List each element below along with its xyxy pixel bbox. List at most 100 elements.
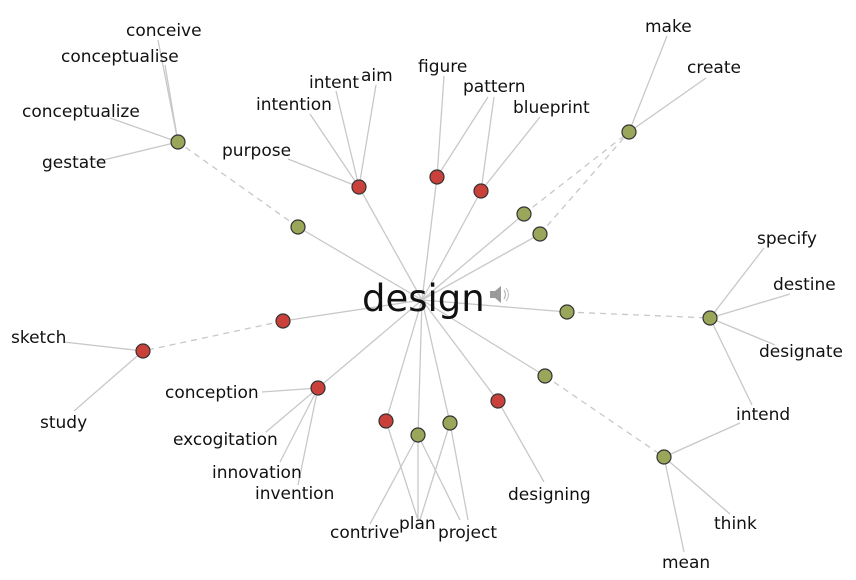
sense-node-verb-2[interactable] — [532, 226, 548, 242]
edge — [421, 299, 546, 377]
word-intention[interactable]: intention — [256, 95, 332, 115]
edge — [709, 293, 791, 319]
word-purpose[interactable]: purpose — [222, 141, 291, 161]
sense-node-contrive[interactable] — [378, 413, 394, 429]
edge — [421, 233, 541, 301]
edge-dashed — [523, 131, 630, 215]
word-designing[interactable]: designing — [508, 485, 591, 505]
edge-dashed — [544, 375, 665, 458]
word-think[interactable]: think — [714, 514, 757, 534]
edge — [297, 226, 423, 301]
edge — [282, 299, 423, 322]
center-word[interactable]: design — [362, 277, 485, 320]
edge — [436, 75, 445, 178]
edge — [419, 422, 451, 521]
edge — [385, 299, 423, 422]
edge — [265, 387, 319, 433]
edge — [63, 341, 144, 352]
word-conception[interactable]: conception — [165, 383, 259, 403]
word-invention[interactable]: invention — [255, 484, 334, 504]
edge — [317, 299, 423, 389]
edge — [421, 299, 499, 402]
word-conceive[interactable]: conceive — [126, 21, 202, 41]
edge — [421, 299, 451, 424]
edge — [421, 213, 525, 301]
sense-node-pattern[interactable] — [473, 183, 489, 199]
edge — [358, 84, 377, 188]
word-conceptualize[interactable]: conceptualize — [22, 102, 140, 122]
edge — [449, 422, 469, 521]
word-project[interactable]: project — [438, 523, 497, 543]
sense-node-conception[interactable] — [310, 380, 326, 396]
sense-node-project[interactable] — [442, 415, 458, 431]
word-excogitation[interactable]: excogitation — [173, 430, 278, 450]
sense-node-plan[interactable] — [410, 427, 426, 443]
word-blueprint[interactable]: blueprint — [513, 98, 590, 118]
sense-node-specify-link[interactable] — [559, 304, 575, 320]
sense-node-designing[interactable] — [490, 393, 506, 409]
word-intent[interactable]: intent — [309, 73, 359, 93]
sense-node-create[interactable] — [621, 124, 637, 140]
edge — [335, 90, 360, 188]
sense-node-mean[interactable] — [656, 449, 672, 465]
word-plan[interactable]: plan — [399, 514, 436, 534]
sense-node-conceive-link[interactable] — [290, 219, 306, 235]
sense-node-conceive[interactable] — [170, 134, 186, 150]
edge — [628, 35, 668, 133]
edge — [385, 420, 419, 521]
sense-node-sketch-link[interactable] — [275, 313, 291, 329]
edge — [480, 116, 541, 192]
edge — [309, 113, 360, 188]
edge — [421, 176, 438, 301]
sense-node-sketch[interactable] — [135, 343, 151, 359]
word-make[interactable]: make — [645, 17, 692, 37]
sense-node-intention[interactable] — [351, 179, 367, 195]
edge — [663, 456, 685, 553]
edge — [480, 96, 495, 192]
edge-dashed — [142, 320, 284, 352]
word-contrive[interactable]: contrive — [330, 523, 399, 543]
edge — [73, 350, 144, 412]
word-innovation[interactable]: innovation — [212, 463, 302, 483]
edge — [369, 434, 419, 525]
speaker-icon[interactable] — [490, 286, 510, 303]
edge — [417, 434, 461, 521]
word-pattern[interactable]: pattern — [463, 77, 525, 97]
edge — [709, 247, 765, 319]
word-conceptualise[interactable]: conceptualise — [61, 47, 179, 67]
edge-dashed — [177, 141, 299, 228]
word-mean[interactable]: mean — [662, 553, 710, 573]
edge — [164, 64, 179, 143]
edge — [421, 299, 568, 313]
word-destine[interactable]: destine — [773, 275, 836, 295]
word-specify[interactable]: specify — [757, 229, 817, 249]
word-sketch[interactable]: sketch — [11, 328, 66, 348]
edge — [628, 77, 707, 133]
edge — [497, 400, 545, 483]
nodes — [135, 124, 718, 465]
word-gestate[interactable]: gestate — [42, 153, 106, 173]
word-study[interactable]: study — [40, 413, 87, 433]
sense-node-verb-1[interactable] — [516, 206, 532, 222]
edges — [63, 35, 791, 553]
word-designate[interactable]: designate — [759, 342, 843, 362]
edge — [663, 456, 731, 515]
word-figure[interactable]: figure — [418, 57, 467, 77]
edge — [287, 158, 360, 188]
edge-dashed — [566, 311, 711, 319]
edge — [358, 186, 423, 301]
edge — [279, 387, 319, 463]
edge — [709, 317, 753, 406]
edge — [94, 141, 179, 163]
edge — [109, 117, 179, 143]
word-create[interactable]: create — [687, 58, 741, 78]
edge — [663, 422, 741, 458]
sense-node-figure[interactable] — [429, 169, 445, 185]
edge — [297, 387, 319, 486]
sense-node-specify[interactable] — [702, 310, 718, 326]
edge — [436, 96, 489, 178]
word-labels: conceive conceptualise conceptualize ges… — [11, 17, 843, 573]
word-intend[interactable]: intend — [736, 405, 790, 425]
sense-node-mean-link[interactable] — [537, 368, 553, 384]
word-aim[interactable]: aim — [361, 66, 393, 86]
